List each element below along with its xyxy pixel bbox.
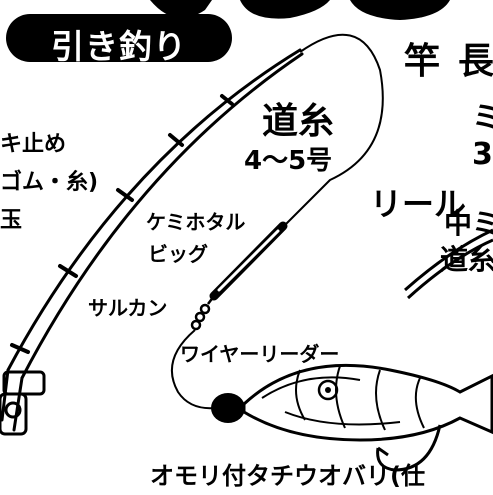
rod-detail-b: 3 [472, 137, 493, 172]
wire-leader-label: ワイヤーリーダー [180, 342, 340, 366]
rod-label: 竿 [404, 41, 441, 82]
main-line [281, 33, 384, 229]
title-badge: 引き釣り [6, 14, 232, 66]
stopper-label-a: キ止め [0, 132, 67, 157]
top-heading-fragments [150, 0, 450, 20]
right-rod-fragment [404, 228, 493, 300]
lure-label: オモリ付タチウオバリ(仕 [150, 462, 425, 490]
stopper-label-b: ゴム・糸) [0, 170, 99, 195]
bead-label: 玉 [0, 208, 23, 233]
line-size-label: 4～5号 [244, 146, 333, 176]
line-name-label: 道糸 [262, 101, 335, 142]
rod-detail-a: ミ [472, 101, 493, 136]
rod-length-label: 長 [458, 41, 493, 82]
glow-float [209, 221, 288, 301]
reel-label: リール [370, 185, 467, 223]
wire-leader-line [170, 329, 216, 410]
title-badge-text: 引き釣り [51, 27, 187, 66]
swivel-icon [190, 295, 215, 331]
reel-line-label-b: 道糸 [440, 243, 493, 276]
glow-float-size-label: ビッグ [148, 242, 208, 266]
lure-icon [211, 363, 493, 472]
reel-line-label-a: 中ミ [444, 207, 493, 240]
reel-icon [0, 370, 46, 436]
glow-float-label: ケミホタル [146, 210, 246, 234]
fishing-rod [0, 48, 304, 432]
swivel-label: サルカン [88, 296, 168, 320]
